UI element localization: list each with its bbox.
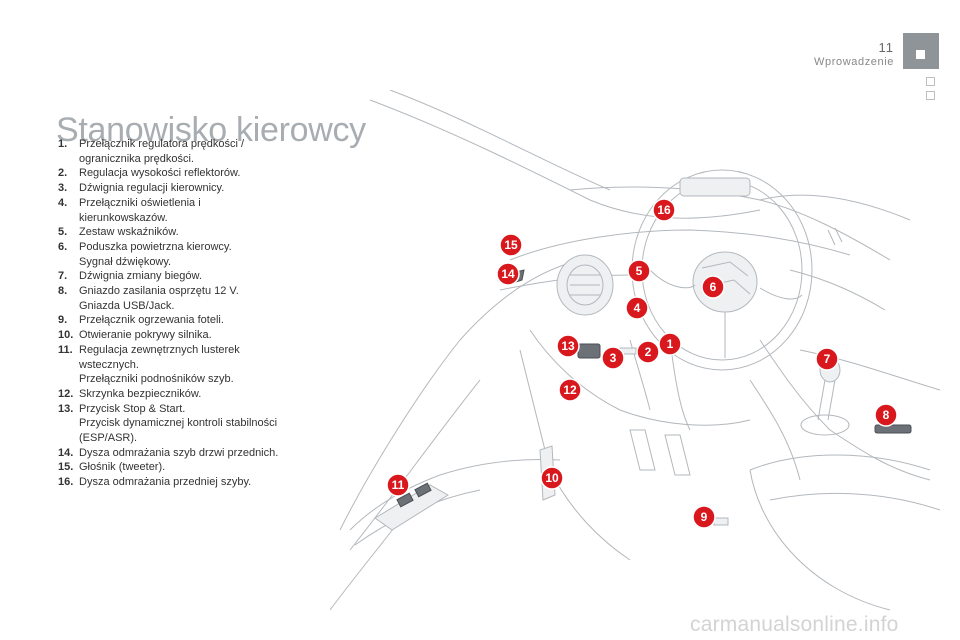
legend-text: Dysza odmrażania szyb drzwi przednich. [79,446,279,459]
callout-10: 10 [540,466,564,490]
svg-text:5: 5 [636,264,643,278]
callout-12: 12 [558,378,582,402]
callout-8: 8 [874,403,898,427]
watermark: carmanualsonline.info [690,613,899,636]
callout-1: 1 [658,332,682,356]
legend-number: 10. [58,329,74,342]
legend-number: 11. [58,343,73,356]
cockpit-diagram: 1 2 3 4 5 6 7 8 9 10 11 12 13 14 15 16 [330,90,941,611]
callout-9: 9 [692,505,716,529]
callout-6: 6 [701,275,725,299]
cockpit-line-art [330,90,941,611]
svg-text:11: 11 [392,478,405,492]
svg-text:9: 9 [701,510,708,524]
legend-text: Gniazdo zasilania osprzętu 12 V. Gniazda… [79,285,239,312]
legend-number: 1. [58,138,68,150]
legend-item: 3. Dźwignia regulacji kierownicy. [58,181,318,196]
legend-text: Przełącznik ogrzewania foteli. [79,314,224,327]
legend-number: 12. [58,387,74,400]
legend-number: 7. [58,270,68,283]
legend-number: 5. [58,226,68,239]
legend-text: Przełącznik regulatora prędkości / ogran… [79,138,245,165]
legend-item: 8. Gniazdo zasilania osprzętu 12 V. Gniaz… [58,284,318,313]
callout-15: 15 [499,233,523,257]
legend-text: Poduszka powietrzna kierowcy. Sygnał dźw… [79,240,232,268]
section-tab [903,33,939,69]
legend-text: Dźwignia regulacji kierownicy. [79,182,225,195]
callout-5: 5 [627,259,651,283]
legend-text: Przełączniki oświetlenia i kierunkowskaz… [79,196,201,224]
callout-11: 11 [386,473,410,497]
legend-item: 14. Dysza odmrażania szyb drzwi przednich… [58,446,318,461]
legend-number: 2. [58,167,68,180]
legend-text: Zestaw wskaźników. [79,226,179,239]
legend-text: Głośnik (tweeter). [79,461,166,474]
legend-text: Regulacja wysokości reflektorów. [79,167,241,180]
legend-number: 13. [58,402,74,415]
svg-text:13: 13 [561,339,575,353]
legend-text: Dysza odmrażania przedniej szyby. [79,476,252,489]
legend-item: 1. Przełącznik regulatora prędkości / ogr… [58,137,318,166]
svg-text:4: 4 [634,301,641,315]
svg-text:12: 12 [563,383,577,397]
tab-outline-2 [926,91,935,100]
legend-item: 5. Zestaw wskaźników. [58,225,318,240]
svg-text:16: 16 [657,203,671,217]
legend-item: 2. Regulacja wysokości reflektorów. [58,166,318,181]
svg-text:8: 8 [883,408,890,422]
legend-number: 14. [58,446,74,459]
legend-item: 12. Skrzynka bezpieczników. [58,387,318,402]
svg-text:7: 7 [824,352,831,366]
legend-item: 15. Głośnik (tweeter). [58,460,318,475]
callout-16: 16 [652,198,676,222]
tab-outline-1 [926,77,935,86]
legend-text: Dźwignia zmiany biegów. [79,270,202,283]
callout-2: 2 [636,340,660,364]
callout-3: 3 [601,346,625,370]
callout-7: 7 [815,347,839,371]
legend-item: 7. Dźwignia zmiany biegów. [58,269,318,284]
svg-text:15: 15 [504,238,518,252]
legend-item: 9. Przełącznik ogrzewania foteli. [58,313,318,328]
callout-4: 4 [625,296,649,320]
legend-item: 10. Otwieranie pokrywy silnika. [58,328,318,343]
tab-marker [916,50,925,59]
svg-text:6: 6 [710,280,717,294]
legend-item: 11. Regulacja zewnętrznych lusterek wstec… [58,343,318,387]
legend-number: 6. [58,240,68,253]
legend-text: Przycisk Stop & Start. Przycisk dynamicz… [79,402,278,445]
legend-item: 13. Przycisk Stop & Start. Przycisk dynam… [58,402,318,446]
section-name: Wprowadzenie [814,56,894,68]
legend-number: 9. [58,314,68,327]
legend-number: 3. [58,182,68,195]
legend-number: 4. [58,196,68,209]
legend-text: Otwieranie pokrywy silnika. [79,329,212,342]
legend-number: 15. [58,461,74,474]
svg-text:10: 10 [545,471,559,485]
legend-text: Regulacja zewnętrznych lusterek wsteczny… [79,343,240,386]
legend-number: 8. [58,285,68,298]
callout-13: 13 [556,334,580,358]
callout-14: 14 [496,262,520,286]
svg-text:3: 3 [610,351,617,365]
legend-list: 1. Przełącznik regulatora prędkości / ogr… [58,137,318,490]
page-title: Stanowisko kierowcy [56,110,366,149]
svg-text:2: 2 [645,345,652,359]
legend-item: 16. Dysza odmrażania przedniej szyby. [58,475,318,490]
legend-item: 4. Przełączniki oświetlenia i kierunkowsk… [58,196,318,225]
svg-text:1: 1 [667,337,674,351]
page-number: 11 [878,40,894,55]
svg-text:14: 14 [501,267,515,281]
legend-number: 16. [58,476,74,489]
legend-text: Skrzynka bezpieczników. [79,387,202,400]
legend-item: 6. Poduszka powietrzna kierowcy. Sygnał d… [58,240,318,269]
